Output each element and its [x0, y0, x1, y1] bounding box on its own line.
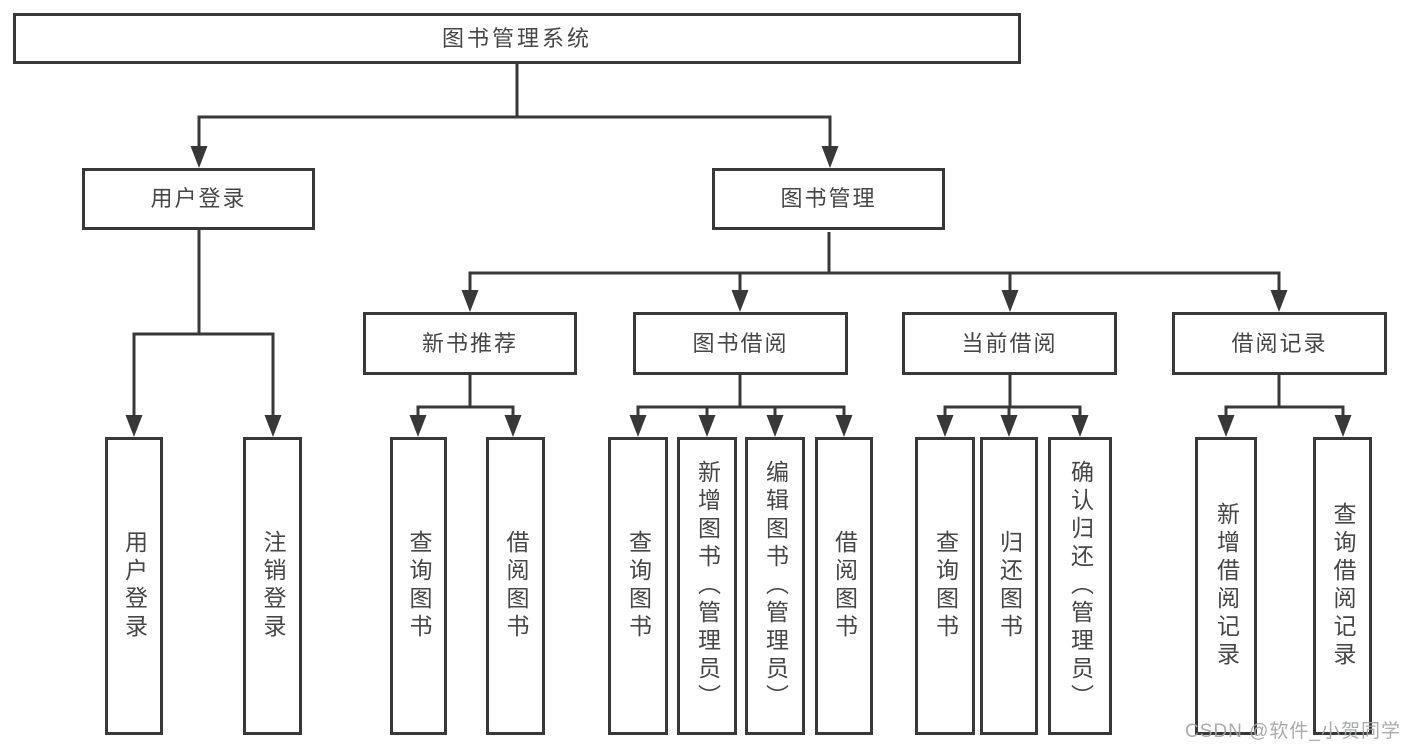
arrow-icon [629, 415, 647, 437]
node-current-borrowing: 当前借阅 [902, 312, 1117, 375]
arrow-icon [698, 415, 716, 437]
arrow-icon [125, 415, 143, 437]
arrow-icon [766, 415, 784, 437]
node-book-management: 图书管理 [712, 168, 945, 230]
leaf-add-borrow-record: 新增借阅记录 [1195, 437, 1257, 735]
node-user-login: 用户登录 [82, 168, 315, 230]
arrow-icon [409, 415, 427, 437]
arrow-icon [835, 415, 853, 437]
arrowheads [125, 146, 1352, 437]
node-book-management-system: 图书管理系统 [13, 13, 1021, 64]
leaf-add-book-admin: 新增图书（管理员） [677, 437, 737, 735]
leaf-query-books-recommend: 查询图书 [390, 437, 447, 735]
arrow-icon [1217, 415, 1235, 437]
node-book-borrowing: 图书借阅 [633, 312, 848, 375]
arrow-icon [264, 415, 282, 437]
leaf-query-borrow-record: 查询借阅记录 [1313, 437, 1372, 735]
leaf-return-book: 归还图书 [980, 437, 1038, 735]
arrow-icon [1270, 290, 1288, 312]
arrow-icon [731, 290, 749, 312]
leaf-edit-book-admin: 编辑图书（管理员） [745, 437, 805, 735]
watermark: CSDN @软件_小贺同学 [1185, 721, 1401, 742]
arrow-icon [1001, 290, 1019, 312]
arrow-icon [1071, 415, 1089, 437]
arrow-icon [1334, 415, 1352, 437]
arrow-icon [461, 290, 479, 312]
leaf-confirm-return-admin: 确认归还（管理员） [1048, 437, 1112, 735]
branch-lines [132, 64, 1345, 419]
node-borrowing-records: 借阅记录 [1172, 312, 1387, 375]
arrow-icon [504, 415, 522, 437]
arrow-icon [190, 146, 208, 168]
leaf-logout: 注销登录 [243, 437, 302, 735]
leaf-user-login: 用户登录 [105, 437, 163, 735]
leaf-borrow-books: 借阅图书 [815, 437, 873, 735]
arrow-icon [821, 146, 839, 168]
arrow-icon [1000, 415, 1018, 437]
node-new-book-recommend: 新书推荐 [363, 312, 577, 375]
leaf-query-books-current: 查询图书 [915, 437, 975, 735]
leaf-query-books-borrowing: 查询图书 [608, 437, 668, 735]
leaf-borrow-books-recommend: 借阅图书 [486, 437, 545, 735]
arrow-icon [936, 415, 954, 437]
